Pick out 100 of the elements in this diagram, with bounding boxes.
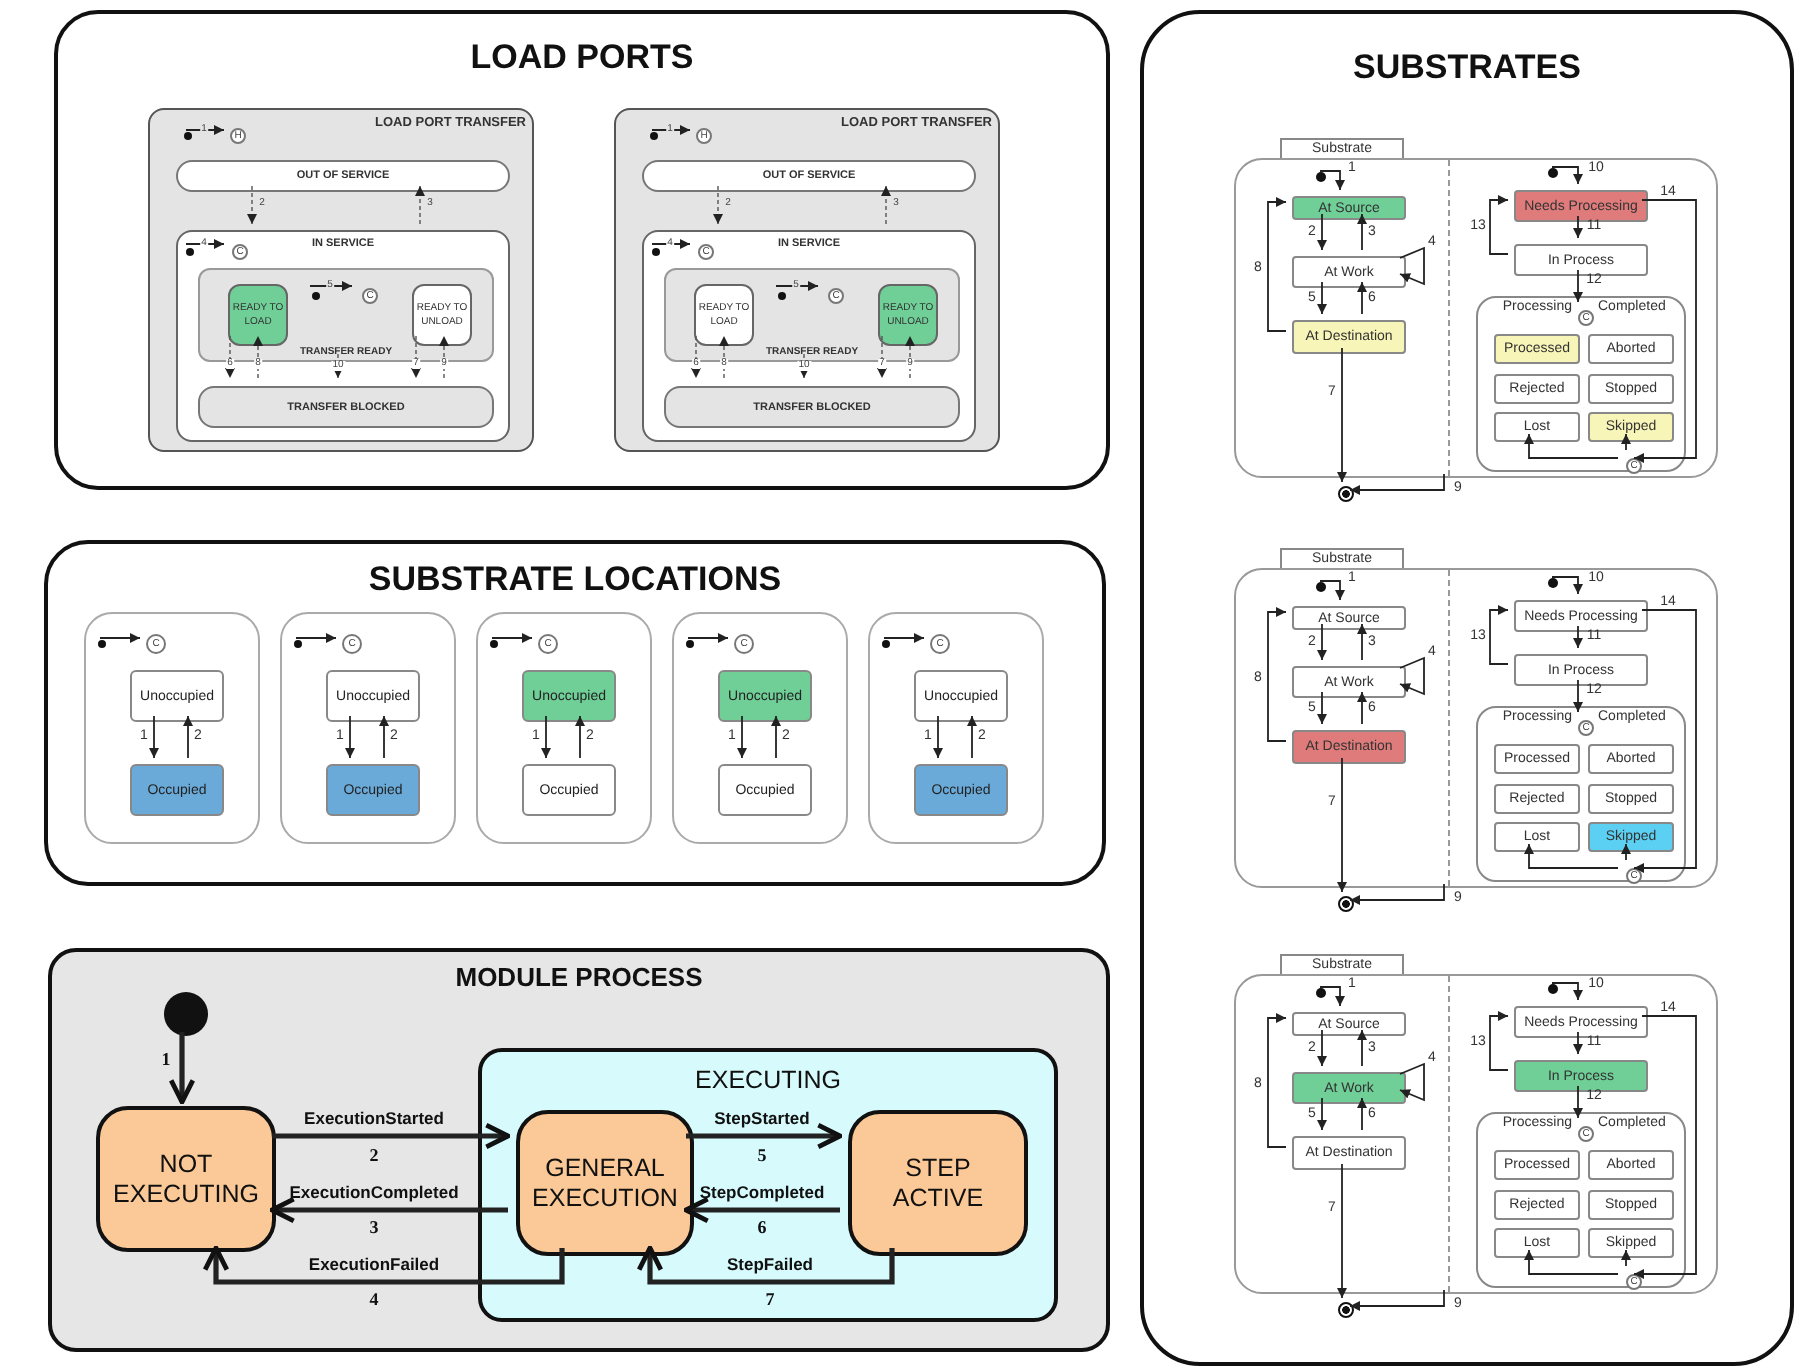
transition-line: [225, 335, 235, 379]
state-container: [1476, 1112, 1686, 1288]
edge-label: StepCompleted: [698, 1183, 826, 1201]
transition-line: [1317, 281, 1327, 315]
initial-state-dot: [1548, 578, 1558, 588]
transition-number: 6: [756, 1219, 768, 1237]
transition-line: [877, 335, 887, 379]
state-container: [148, 108, 534, 452]
transition-arrow: [683, 1196, 840, 1224]
transition-line: [1267, 197, 1287, 332]
state-machine-frame: [672, 612, 848, 844]
initial-state-dot: [882, 640, 890, 648]
initial-state-dot: [312, 292, 320, 300]
transition-line: [1573, 215, 1583, 239]
transition-number: 4: [368, 1291, 380, 1309]
transition-arrow: [202, 1245, 565, 1285]
state-title: EXECUTING: [695, 1066, 841, 1094]
transition-line: [905, 335, 915, 379]
edge-label: ExecutionCompleted: [288, 1183, 460, 1201]
transition-line: [1317, 1029, 1327, 1067]
transition-line: [1357, 213, 1367, 251]
transition-line: [1621, 433, 1631, 451]
initial-state-dot: [490, 640, 498, 648]
transition-line: [1267, 607, 1287, 742]
transition-line: [1489, 1011, 1509, 1071]
transition-line: [1573, 1031, 1583, 1055]
transition-arrow: [269, 1196, 508, 1224]
transition-line: [1551, 982, 1583, 1001]
transition-line: [253, 335, 263, 379]
state-container: [176, 230, 510, 442]
transition-line: [1573, 679, 1583, 713]
transition-line: [1357, 1097, 1367, 1131]
edge-label: ExecutionStarted: [303, 1109, 445, 1127]
transition-line: [1489, 605, 1509, 665]
transition-line: [1573, 1085, 1583, 1119]
transition-line: [411, 335, 421, 379]
transition-line: [881, 185, 891, 225]
initial-state-dot: [652, 248, 660, 256]
transition-line: [1633, 1015, 1697, 1279]
initial-state-dot: [1548, 168, 1558, 178]
transition-line: [1524, 433, 1619, 459]
transition-line: [1621, 1249, 1631, 1267]
section-panel: [1140, 10, 1794, 1366]
transition-line: [1357, 1029, 1367, 1067]
section-title: SUBSTRATE LOCATIONS: [366, 560, 784, 600]
transition-number: 7: [764, 1291, 776, 1309]
transition-line: [1524, 843, 1619, 869]
initial-state-dot: [294, 640, 302, 648]
transition-line: [1317, 1097, 1327, 1131]
transition-line: [687, 633, 729, 643]
transition-line: [185, 239, 225, 249]
transition-line: [651, 239, 691, 249]
state-box: NOT EXECUTING: [96, 1106, 276, 1252]
transition-line: [737, 715, 747, 759]
transition-line: [1633, 199, 1697, 463]
state-machine-frame: [868, 612, 1044, 844]
transition-number: 2: [368, 1147, 380, 1165]
section-panel: [44, 540, 1106, 886]
transition-number: 5: [756, 1147, 768, 1165]
state-machine-frame: [476, 612, 652, 844]
transition-line: [575, 715, 585, 759]
transition-arrow: [168, 1032, 196, 1105]
transition-line: [1317, 691, 1327, 725]
transition-line: [1621, 843, 1631, 861]
transition-line: [1357, 691, 1367, 725]
section-panel: [54, 10, 1110, 490]
transition-line: [771, 715, 781, 759]
transition-line: [1319, 580, 1345, 601]
transition-line: [309, 281, 353, 291]
transition-line: [967, 715, 977, 759]
transition-line: [1349, 1289, 1445, 1311]
state-box: GENERAL EXECUTION: [516, 1110, 694, 1256]
transition-line: [295, 633, 337, 643]
initial-state-dot: [184, 132, 192, 140]
transition-line: [933, 715, 943, 759]
transition-line: [1319, 170, 1345, 191]
transition-line: [691, 335, 701, 379]
section-title: SUBSTRATES: [1351, 48, 1583, 88]
transition-line: [719, 335, 729, 379]
transition-line: [1337, 1163, 1347, 1299]
transition-line: [1317, 213, 1327, 251]
transition-line: [1399, 1062, 1425, 1102]
section-title: MODULE PROCESS: [453, 962, 705, 992]
transition-line: [491, 633, 533, 643]
edge-label: StepStarted: [713, 1109, 811, 1127]
edge-label: ExecutionFailed: [307, 1255, 441, 1273]
initial-state-dot: [98, 640, 106, 648]
state-container: [642, 230, 976, 442]
state-container: [478, 1048, 1058, 1322]
initial-state-dot: [1316, 172, 1326, 182]
initial-state-dot: [164, 992, 208, 1036]
transition-line: [333, 353, 343, 379]
transition-line: [247, 185, 257, 225]
transition-line: [1573, 269, 1583, 303]
transition-line: [1357, 281, 1367, 315]
transition-line: [799, 353, 809, 379]
transition-line: [713, 185, 723, 225]
transition-line: [1267, 1013, 1287, 1148]
transition-line: [541, 715, 551, 759]
transition-line: [99, 633, 141, 643]
